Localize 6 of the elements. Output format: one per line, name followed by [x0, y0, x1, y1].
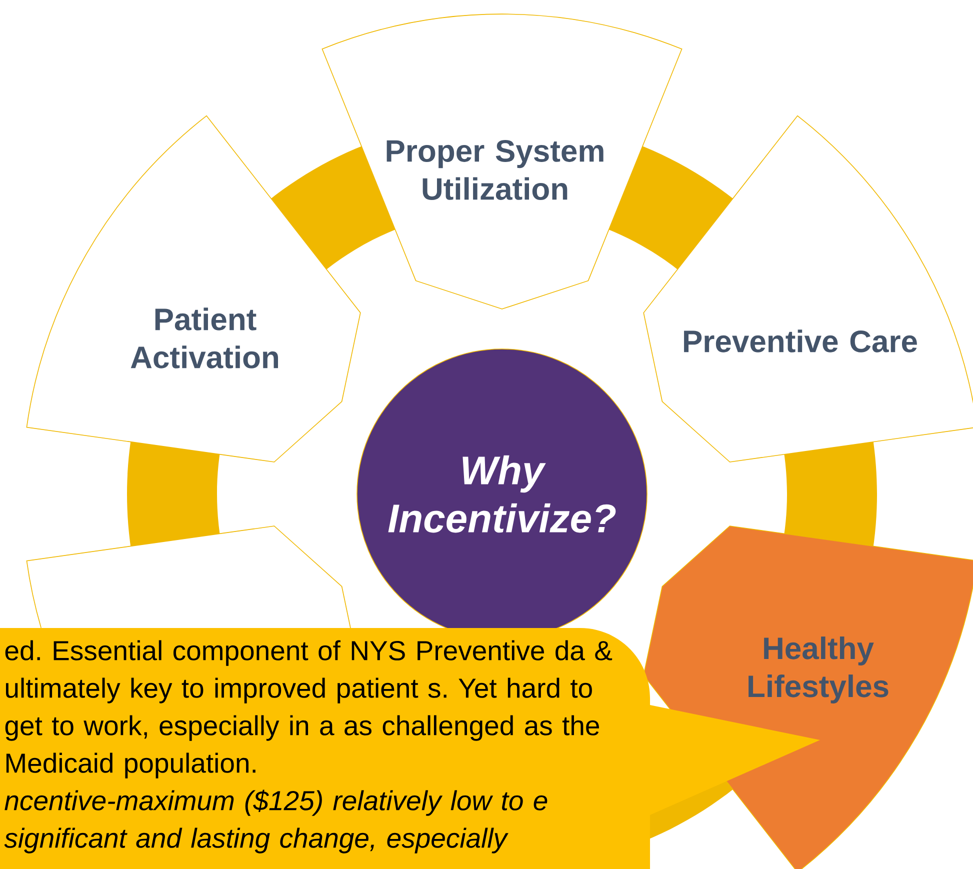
ring-segment: Patient Activation [26, 115, 361, 462]
ring-segment: Healthy Lifestyles [643, 526, 973, 869]
node-label: Preventive Care [684, 330, 917, 352]
ring-segment [26, 526, 351, 628]
ring-segment: Proper System Utilization [322, 14, 682, 310]
ring-segment: Preventive Care [643, 115, 973, 462]
